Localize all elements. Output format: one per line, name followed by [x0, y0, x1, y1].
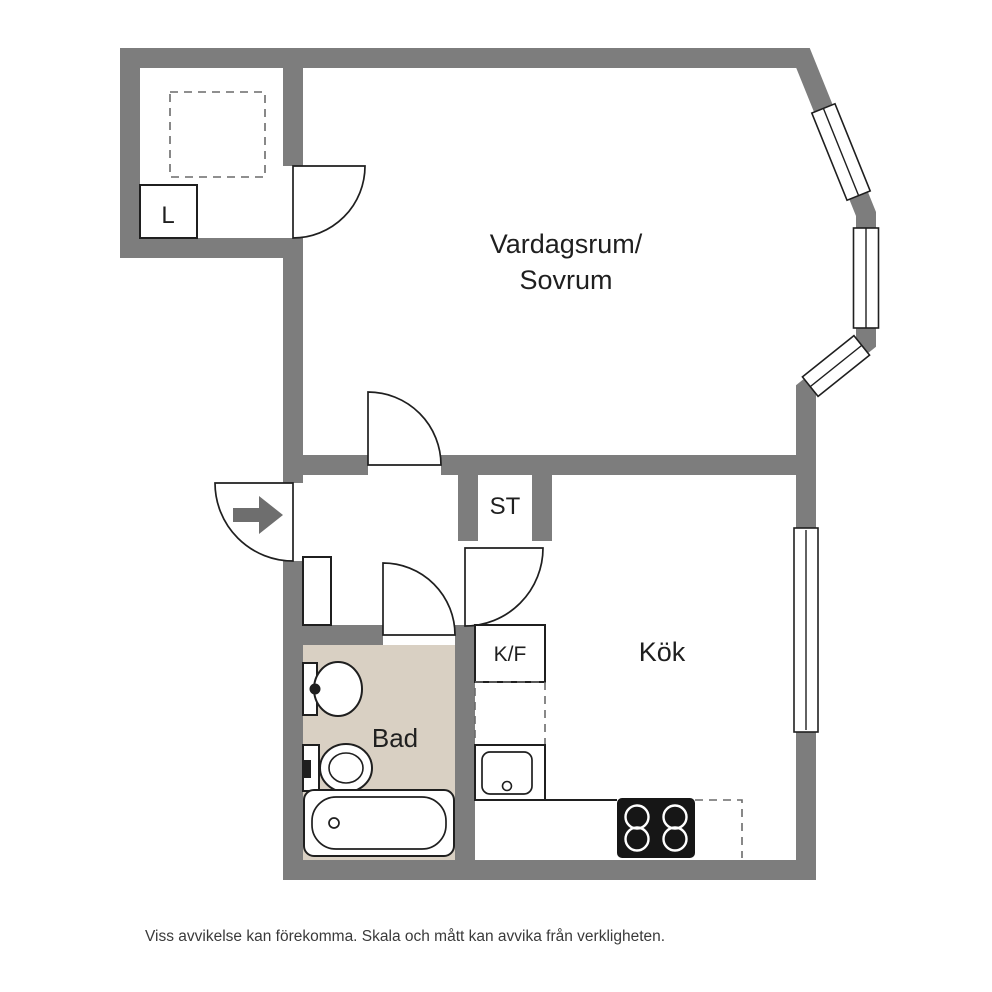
shaft-box	[302, 556, 332, 626]
fridge-freezer-label: K/F	[494, 643, 527, 666]
wall-bath-kitchen	[455, 625, 475, 870]
windows	[793, 102, 880, 733]
wall-bath-top	[283, 625, 383, 645]
living-room-label-line2: Sovrum	[519, 265, 612, 295]
bay-window-middle	[852, 227, 880, 329]
bathtub	[303, 789, 455, 857]
closet-l-label: L	[161, 202, 174, 229]
wardrobe-dashed-outline	[169, 91, 266, 178]
stove-burner	[662, 826, 688, 852]
closet-l-box	[139, 184, 198, 239]
interior-walls	[283, 48, 816, 870]
wall-hall-living-left	[283, 455, 368, 475]
kitchen-label: Kök	[639, 637, 686, 667]
closet-area: L	[139, 91, 266, 239]
kitchen-door	[464, 547, 544, 627]
entry-arrow-icon	[233, 496, 283, 534]
stove-burner	[624, 826, 650, 852]
bathroom-label: Bad	[372, 723, 418, 753]
bay-window-lower	[801, 334, 871, 398]
bathroom-sink	[302, 661, 363, 717]
wall-living-kitchen	[441, 455, 816, 475]
bathroom-fixtures	[302, 661, 455, 857]
stove-body	[617, 798, 695, 858]
counter-dashed-right	[695, 799, 743, 858]
closet-door	[292, 165, 366, 239]
living-room-label-line1: Vardagsrum/	[490, 229, 643, 259]
kitchen-fixtures	[474, 624, 743, 858]
kitchen-window	[793, 527, 819, 733]
bathroom-door	[382, 562, 456, 636]
sink-faucet-icon	[309, 683, 321, 695]
counter-dashed	[474, 681, 546, 746]
tub-drain-icon	[328, 817, 340, 829]
sink-drain-icon	[501, 780, 513, 792]
wall-st-left	[458, 475, 478, 541]
fridge-freezer-box	[474, 624, 546, 683]
wall-closet-living	[283, 48, 303, 166]
bay-window-upper	[810, 102, 872, 202]
disclaimer-text: Viss avvikelse kan förekomma. Skala och …	[145, 928, 665, 945]
toilet	[302, 743, 373, 793]
living-room-door	[367, 391, 442, 466]
stove	[617, 798, 695, 858]
kitchen-sink	[474, 744, 546, 801]
wall-st-right	[532, 475, 552, 541]
st-closet-label: ST	[490, 493, 521, 520]
